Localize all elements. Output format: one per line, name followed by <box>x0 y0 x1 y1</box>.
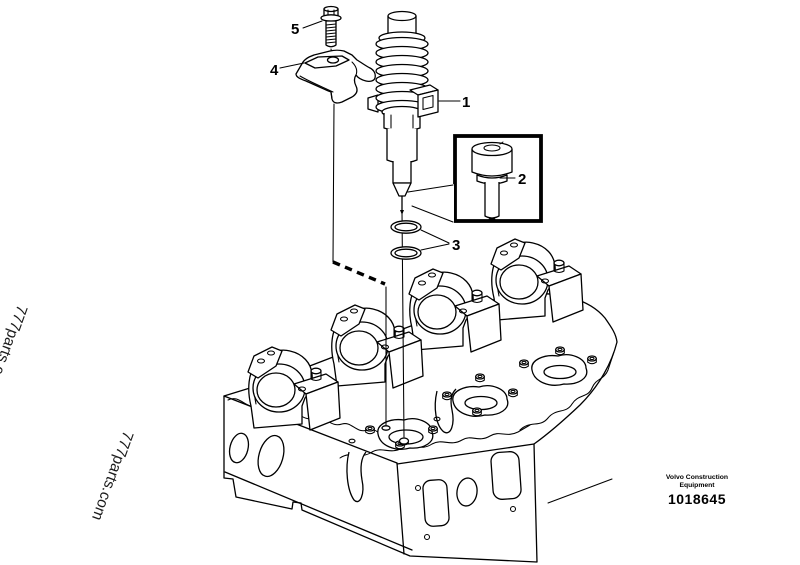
clamp-detail-lines <box>299 61 358 100</box>
callout-5-label: 5 <box>291 21 299 38</box>
watermark-partial: 777parts.com <box>0 303 30 397</box>
deck-hole <box>348 438 356 444</box>
nozzle-body <box>471 149 513 177</box>
o-ring-upper-inner <box>394 222 418 232</box>
nozzle-top-hole <box>483 144 501 152</box>
watermark: 777parts.com <box>88 429 136 523</box>
callout-2-label: 2 <box>518 171 526 188</box>
nozzle-detail-box <box>407 134 543 224</box>
bearing-cap-2 <box>330 304 424 389</box>
injector-clamp <box>295 49 376 104</box>
injector-cone <box>392 182 412 197</box>
nozzle-shaft <box>484 182 500 219</box>
injector-sleeve-dome-base <box>398 442 410 446</box>
stray-edge-line <box>547 478 613 504</box>
callouts: 1 2 3 4 5 <box>270 20 526 254</box>
right-face-oval <box>456 477 478 507</box>
deck-wave <box>339 424 531 459</box>
callout-1-label: 1 <box>462 94 470 111</box>
left-face-oval-hole <box>257 434 285 478</box>
nozzle-tip <box>488 217 496 223</box>
injector-lower-body <box>392 161 412 184</box>
unit-injector <box>367 10 439 215</box>
injector-top-cap-top <box>387 10 417 22</box>
bolt-axis-line <box>332 103 335 263</box>
deck-wave <box>519 351 615 431</box>
callout-2: 2 <box>499 171 526 188</box>
nozzle-step <box>476 174 508 185</box>
right-face-top-edge <box>396 443 535 465</box>
bolt-hole <box>509 505 517 513</box>
bolt-axis-dashed-line <box>332 260 386 286</box>
callout-5: 5 <box>291 20 323 38</box>
nozzle-top <box>471 141 513 157</box>
cast-tongue <box>346 451 367 503</box>
callout-3-label: 3 <box>452 237 460 254</box>
exhaust-port-1 <box>422 479 450 527</box>
exhaust-port-2 <box>490 451 522 500</box>
injector-hex-facets <box>390 114 414 129</box>
detail-box-frame <box>453 134 543 223</box>
part-number: 1018645 <box>668 491 726 507</box>
bearing-cap-3 <box>408 268 502 353</box>
bolt-hole <box>414 484 422 492</box>
injector-body <box>386 129 418 164</box>
brand-line-2: Equipment <box>679 482 715 489</box>
bolt-hole <box>423 533 431 541</box>
corner-edge <box>396 462 405 555</box>
bolt-threads <box>325 23 337 44</box>
callout-1: 1 <box>438 94 470 111</box>
callout-4-label: 4 <box>270 62 279 79</box>
nozzle <box>471 141 513 223</box>
magnifier-wedge <box>410 184 454 224</box>
o-rings <box>390 220 422 260</box>
nozzle-top-nick <box>499 141 504 145</box>
footer: Volvo Construction Equipment 1018645 <box>666 474 728 507</box>
brand-line-1: Volvo Construction <box>666 474 728 481</box>
clamp-bolt-hole <box>326 56 340 64</box>
injector-connector <box>409 84 439 118</box>
clamp-bolt <box>320 5 342 48</box>
magnifier-wedge-lines <box>407 184 454 223</box>
flange-edge <box>224 471 413 551</box>
bolt-head-top <box>323 5 339 13</box>
injector-sleeve-dome <box>398 437 410 445</box>
callout-3: 3 <box>420 229 460 254</box>
o-ring-lower-inner <box>394 248 418 258</box>
deck-hole <box>433 416 441 422</box>
bearing-cap-4 <box>490 238 584 323</box>
left-face-hole <box>228 432 250 464</box>
bolt-flange <box>320 14 342 22</box>
clamp-bolt-hole <box>381 425 391 431</box>
injector-hex <box>383 113 421 132</box>
injector-needle-tip <box>400 210 404 215</box>
callout-4: 4 <box>270 62 305 79</box>
injector-bores <box>377 354 588 450</box>
cylinder-head <box>223 238 618 563</box>
